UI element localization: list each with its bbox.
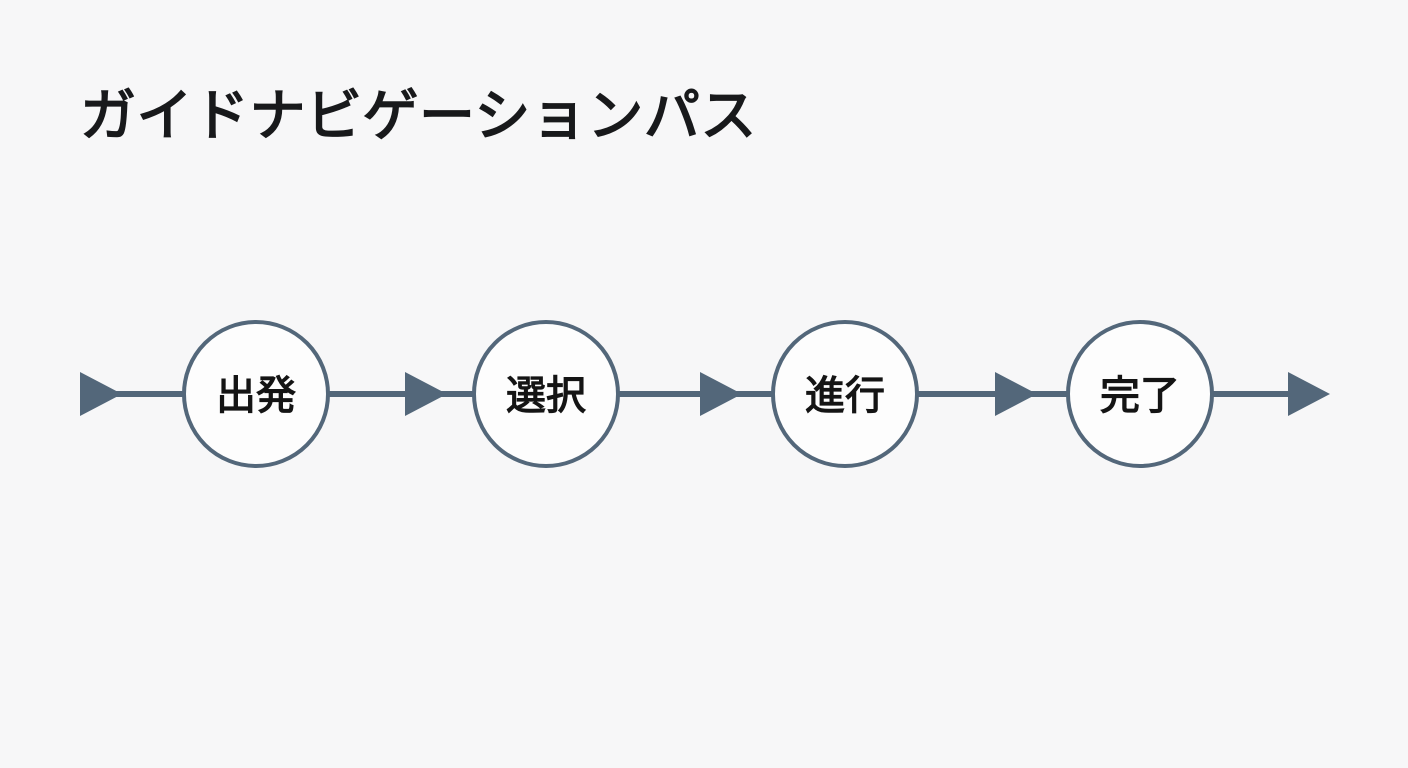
node-2-circle[interactable] xyxy=(472,320,620,468)
node-2-label: 選択 xyxy=(506,373,587,419)
node-1-label: 出発 xyxy=(216,373,297,419)
node-1[interactable]: 出発 xyxy=(182,320,330,468)
node-3-label: 進行 xyxy=(805,373,885,419)
connector-group xyxy=(80,372,1330,416)
node-1-circle[interactable] xyxy=(182,320,330,468)
arrow-head-exit-icon xyxy=(1288,372,1330,416)
node-3[interactable]: 進行 xyxy=(771,320,919,468)
node-2[interactable]: 選択 xyxy=(472,320,620,468)
node-4[interactable]: 完了 xyxy=(1066,320,1214,468)
page-title: ガイドナビゲーションパス xyxy=(80,84,757,149)
node-4-label: 完了 xyxy=(1100,373,1180,419)
arrow-head-entry-icon xyxy=(80,372,122,416)
node-4-circle[interactable] xyxy=(1066,320,1214,468)
arrow-head-2-3-icon xyxy=(700,372,742,416)
node-3-circle[interactable] xyxy=(771,320,919,468)
arrow-head-3-4-icon xyxy=(995,372,1037,416)
arrow-head-1-2-icon xyxy=(405,372,447,416)
